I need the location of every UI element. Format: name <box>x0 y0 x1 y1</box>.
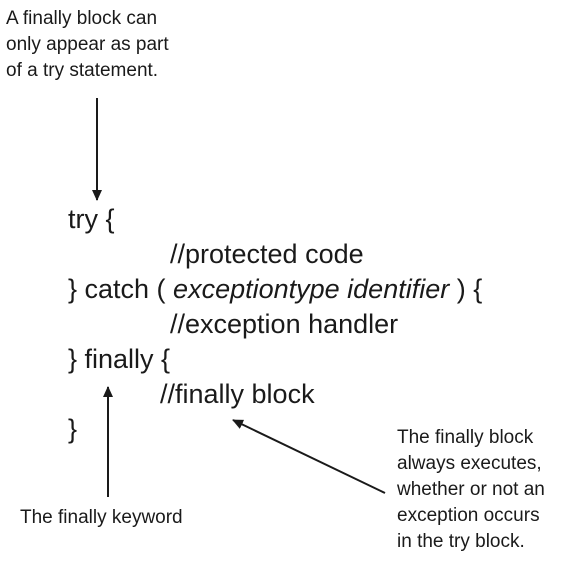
code-try-line: try { <box>68 204 115 234</box>
code-close-brace: } <box>68 414 78 444</box>
code-catch-close: ) { <box>449 274 483 304</box>
note-line: in the try block. <box>397 531 525 552</box>
note-line: The finally block <box>397 427 534 448</box>
note-line: whether or not an <box>397 479 545 500</box>
note-finally-always-executes: The finally block always executes, wheth… <box>397 425 545 555</box>
note-line: always executes, <box>397 453 542 474</box>
code-catch-line: } catch ( exceptiontype identifier ) { <box>68 272 482 306</box>
code-finally-line: } finally { <box>68 344 171 374</box>
note-line: only appear as part <box>6 34 169 55</box>
note-finally-requires-try: A finally block can only appear as part … <box>6 6 169 84</box>
note-line: of a try statement. <box>6 60 159 81</box>
arrow-to-finally-block <box>232 419 386 494</box>
note-line: A finally block can <box>6 8 158 29</box>
code-protected-comment: //protected code <box>170 239 364 269</box>
code-handler-comment: //exception handler <box>170 309 399 339</box>
code-catch-params: exceptiontype identifier <box>173 274 450 304</box>
code-catch-open: } catch ( <box>68 274 174 304</box>
note-finally-keyword: The finally keyword <box>20 507 183 528</box>
note-line: exception occurs <box>397 505 540 526</box>
code-finally-comment: //finally block <box>160 379 315 409</box>
